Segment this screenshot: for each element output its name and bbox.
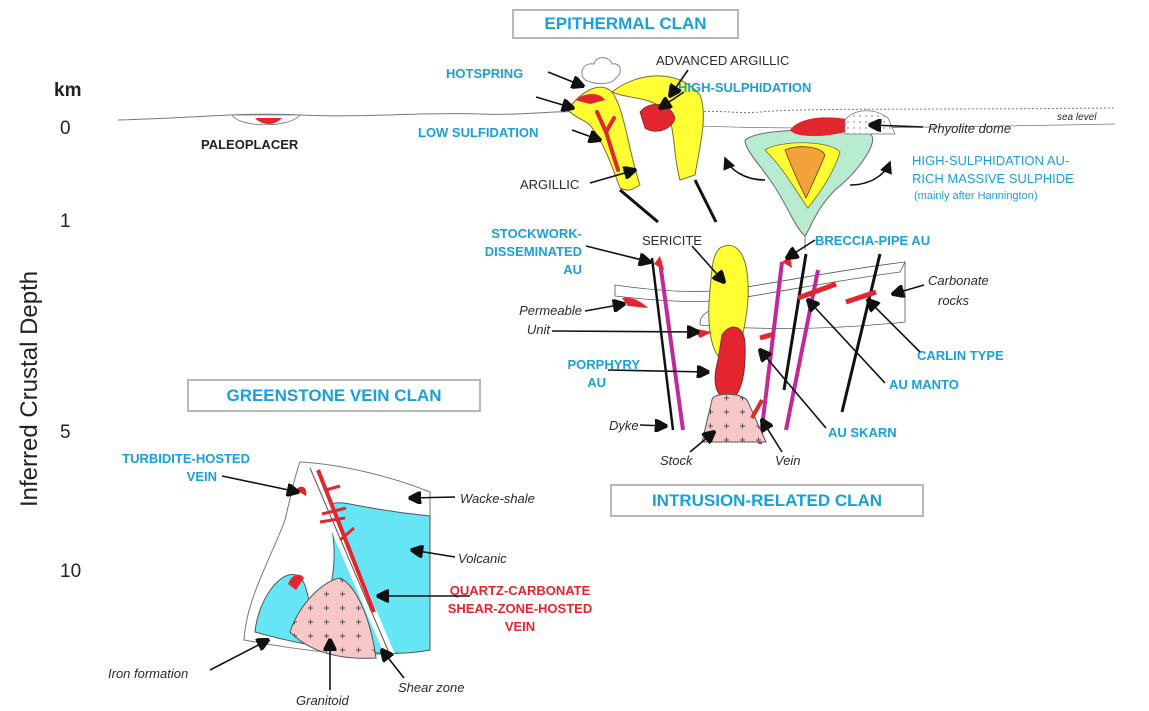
sea-level-line xyxy=(700,108,1115,113)
depth-tick-0: 0 xyxy=(60,118,71,140)
paleoplacer-label: PALEOPLACER xyxy=(201,137,298,152)
greenstone-clan-box: GREENSTONE VEIN CLAN xyxy=(187,379,481,412)
shear-zone-label: Shear zone xyxy=(398,680,465,695)
stock xyxy=(702,394,766,442)
porphyry-line2: AU xyxy=(530,375,606,390)
high-sulphidation-label: HIGH-SULPHIDATION xyxy=(678,80,811,95)
au-skarn-label: AU SKARN xyxy=(828,425,897,440)
permeable-line2: Unit xyxy=(480,322,550,337)
sericite-label: SERICITE xyxy=(642,233,702,248)
carbonate-line1: Carbonate xyxy=(928,273,989,288)
stockwork-line3: AU xyxy=(460,262,582,277)
iron-formation-label: Iron formation xyxy=(108,666,188,681)
rhyolite-dome-label: Rhyolite dome xyxy=(928,121,1011,136)
depth-tick-1: 1 xyxy=(60,211,71,233)
argillic-label: ARGILLIC xyxy=(520,177,579,192)
intrusion-clan-box: INTRUSION-RELATED CLAN xyxy=(610,484,924,517)
depth-tick-5: 5 xyxy=(60,422,71,444)
stockwork-line2: DISSEMINATED xyxy=(460,244,582,259)
seafloor-line xyxy=(700,124,1115,128)
au-manto-label: AU MANTO xyxy=(889,377,959,392)
hotspring-steam xyxy=(582,58,620,84)
stockwork-line1: STOCKWORK- xyxy=(460,226,582,241)
depth-tick-10: 10 xyxy=(60,561,81,583)
argillic-zone xyxy=(568,87,640,190)
hs-massive-line2: RICH MASSIVE SULPHIDE xyxy=(912,171,1074,186)
qc-vein-line1: QUARTZ-CARBONATE xyxy=(440,583,600,598)
permeable-line1: Permeable xyxy=(480,303,582,318)
stock-label: Stock xyxy=(660,453,693,468)
granitoid-label: Granitoid xyxy=(296,693,349,708)
qc-vein-line3: VEIN xyxy=(440,619,600,634)
advanced-argillic-label: ADVANCED ARGILLIC xyxy=(656,53,789,68)
breccia-pipe-label: BRECCIA-PIPE AU xyxy=(815,233,930,248)
epithermal-clan-box: EPITHERMAL CLAN xyxy=(512,9,739,39)
hs-massive-line1: HIGH-SULPHIDATION AU- xyxy=(912,153,1069,168)
turbidite-line2: VEIN xyxy=(100,469,217,484)
turbidite-line1: TURBIDITE-HOSTED xyxy=(100,451,250,466)
carlin-type-label: CARLIN TYPE xyxy=(917,348,1004,363)
hs-massive-note: (mainly after Hannington) xyxy=(914,190,1038,202)
wacke-shale-label: Wacke-shale xyxy=(460,491,535,506)
hotspring-label: HOTSPRING xyxy=(446,66,523,81)
porphyry-line1: PORPHYRY xyxy=(530,357,640,372)
depth-axis-unit: km xyxy=(54,80,81,102)
depth-axis-title: Inferred Crustal Depth xyxy=(16,277,44,507)
dyke-label: Dyke xyxy=(609,418,639,433)
ground-surface xyxy=(118,112,580,120)
sea-level-label: sea level xyxy=(1057,112,1096,123)
qc-vein-line2: SHEAR-ZONE-HOSTED xyxy=(440,601,600,616)
vein-label: Vein xyxy=(775,453,801,468)
carbonate-line2: rocks xyxy=(938,293,969,308)
rhyolite-dome xyxy=(845,111,895,134)
volcanic-label: Volcanic xyxy=(458,551,507,566)
low-sulfidation-label: LOW SULFIDATION xyxy=(418,125,538,140)
